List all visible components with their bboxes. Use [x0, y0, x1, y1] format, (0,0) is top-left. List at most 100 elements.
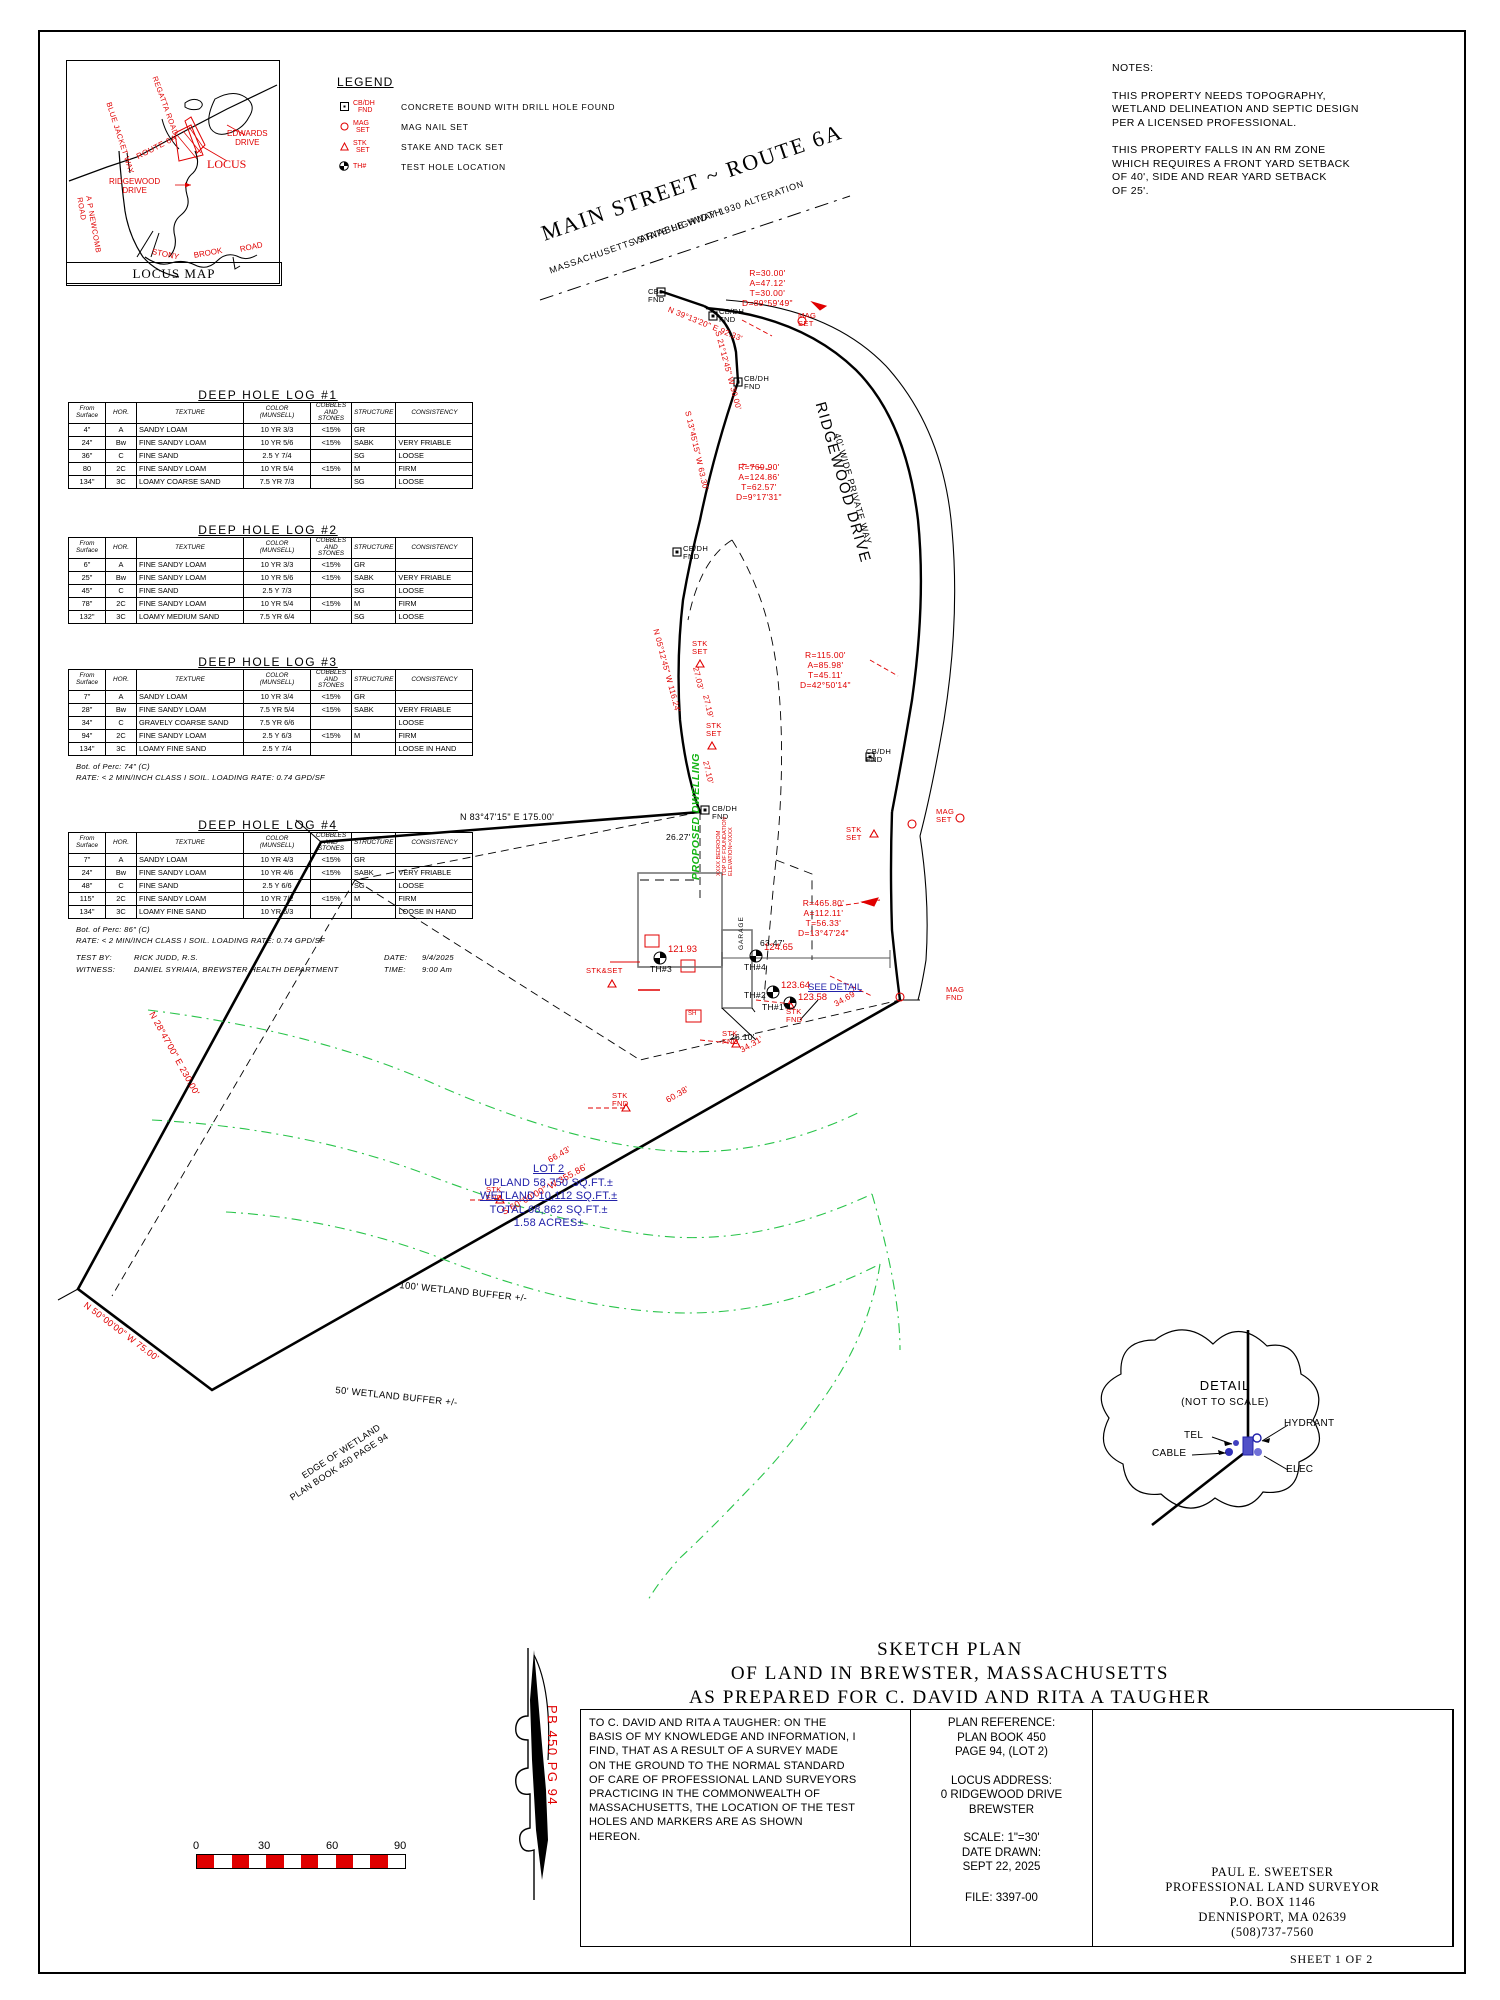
dh-cell	[350, 741, 397, 756]
plan-ref-2: PAGE 94, (LOT 2)	[955, 1746, 1048, 1758]
test-hole-4-elev: 124.65	[764, 942, 794, 953]
sheet-border	[38, 30, 1466, 1974]
detail-title: DETAIL	[1199, 1378, 1251, 1393]
curve-data-2: R=769.90'A=124.86'T=62.57'D=9°17'31"	[736, 462, 782, 502]
legend-title: LEGEND	[337, 75, 394, 89]
hydrant-label: HYDRANT	[1284, 1418, 1335, 1429]
certification-text: TO C. DAVID AND RITA A TAUGHER: ON THE B…	[589, 1717, 857, 1843]
dh-cell: SG	[350, 474, 397, 489]
lot-name: LOT 2	[533, 1163, 565, 1175]
surveyor-title: PROFESSIONAL LAND SURVEYOR	[1165, 1880, 1380, 1894]
surveyor-phone: (508)737-7560	[1231, 1925, 1314, 1939]
lot-upland: UPLAND 58,750 SQ.FT.±	[484, 1176, 614, 1189]
plan-title-line-3: AS PREPARED FOR C. DAVID AND RITA A TAUG…	[688, 1687, 1212, 1708]
dh-cell: LOAMY COARSE SAND	[136, 474, 244, 489]
dh-cell: 7.5 YR 6/4	[243, 609, 311, 624]
dh-cell: 3C	[105, 609, 137, 624]
dim-63-47: 63.47'	[760, 938, 785, 948]
plan-title-line-2: OF LAND IN BREWSTER, MASSACHUSETTS	[730, 1663, 1170, 1684]
plan-book-ornament-label: PB 450 PG 94	[545, 1705, 560, 1807]
scale-bar-graphic	[196, 1854, 406, 1869]
legend-text-mag: MAG NAIL SET	[401, 122, 469, 132]
plan-ref-label: PLAN REFERENCE:	[947, 1717, 1056, 1729]
dh-cell: SG	[350, 609, 397, 624]
scale-tick-60: 60	[326, 1840, 339, 1852]
surveyor-info: PAUL E. SWEETSER PROFESSIONAL LAND SURVE…	[1165, 1865, 1379, 1940]
test-hole-4-id: TH#4	[744, 962, 766, 972]
dh-cell: LOOSE	[395, 609, 474, 624]
dh3-title: DEEP HOLE LOG #3	[198, 655, 338, 669]
dh1-title: DEEP HOLE LOG #1	[198, 388, 338, 402]
scale-tick-0: 0	[193, 1840, 200, 1852]
dh-cell: LOOSE IN HAND	[395, 741, 474, 756]
date-drawn-label: DATE DRAWN:	[961, 1846, 1042, 1859]
notes-title: NOTES:	[1112, 62, 1154, 74]
surveyor-po-box: P.O. BOX 1146	[1229, 1895, 1316, 1909]
test-hole-3-elev: 121.93	[668, 944, 698, 955]
tel-label: TEL	[1184, 1430, 1204, 1441]
note-paragraph-1: THIS PROPERTY NEEDS TOPOGRAPHY, WETLAND …	[1112, 89, 1359, 129]
detail-subtitle: (NOT TO SCALE)	[1181, 1397, 1269, 1408]
locus-address-label: LOCUS ADDRESS:	[951, 1774, 1052, 1787]
legend-tag-th: TH#	[353, 163, 367, 171]
plan-title-line-1: SKETCH PLAN	[877, 1639, 1023, 1660]
locus-label: LOCUS	[207, 157, 247, 171]
test-hole-2-id: TH#2	[744, 990, 766, 1000]
plan-title: SKETCH PLAN OF LAND IN BREWSTER, MASSACH…	[640, 1638, 1260, 1710]
surveyor-name: PAUL E. SWEETSER	[1211, 1865, 1334, 1879]
scale-tick-90: 90	[394, 1840, 407, 1852]
locus-map-caption: LOCUS MAP	[66, 262, 282, 286]
dim-26-27: 26.27'	[666, 832, 691, 842]
date-drawn-value: SEPT 22, 2025	[962, 1861, 1041, 1873]
mon-label-stk-set-4: STK&SET	[586, 966, 623, 975]
cable-label: CABLE	[1152, 1448, 1187, 1459]
locus-address-2: BREWSTER	[968, 1803, 1035, 1816]
elec-label: ELEC	[1286, 1464, 1314, 1475]
dh-cell: 134"	[68, 474, 106, 489]
lot-area-block: LOT 2 UPLAND 58,750 SQ.FT.± WETLAND 10,1…	[480, 1163, 617, 1231]
plan-ref-1: PLAN BOOK 450	[957, 1731, 1046, 1744]
lot-wetland: WETLAND 10,112 SQ.FT.±	[480, 1190, 618, 1202]
legend-text-stk: STAKE AND TACK SET	[401, 142, 504, 152]
dh-cell: 3C	[105, 474, 137, 489]
test-hole-2-elev: 123.64	[781, 980, 811, 991]
reference-cell: PLAN REFERENCE: PLAN BOOK 450 PAGE 94, (…	[911, 1710, 1093, 1946]
garage-label: GARAGE	[738, 916, 745, 950]
dh-cell: LOOSE	[395, 474, 474, 489]
curve-data-3: R=115.00'A=85.98'T=45.11'D=42°50'14"	[800, 650, 851, 690]
surveyor-city: DENNISPORT, MA 02639	[1198, 1910, 1347, 1924]
proposed-dwelling-label: PROPOSED DWELLING	[690, 753, 702, 880]
legend-text-th: TEST HOLE LOCATION	[401, 162, 506, 172]
curve-data-4: R=465.80'A=112.11'T=56.33'D=13°47'24"	[798, 898, 849, 938]
dh-cell: 3C	[105, 741, 137, 756]
